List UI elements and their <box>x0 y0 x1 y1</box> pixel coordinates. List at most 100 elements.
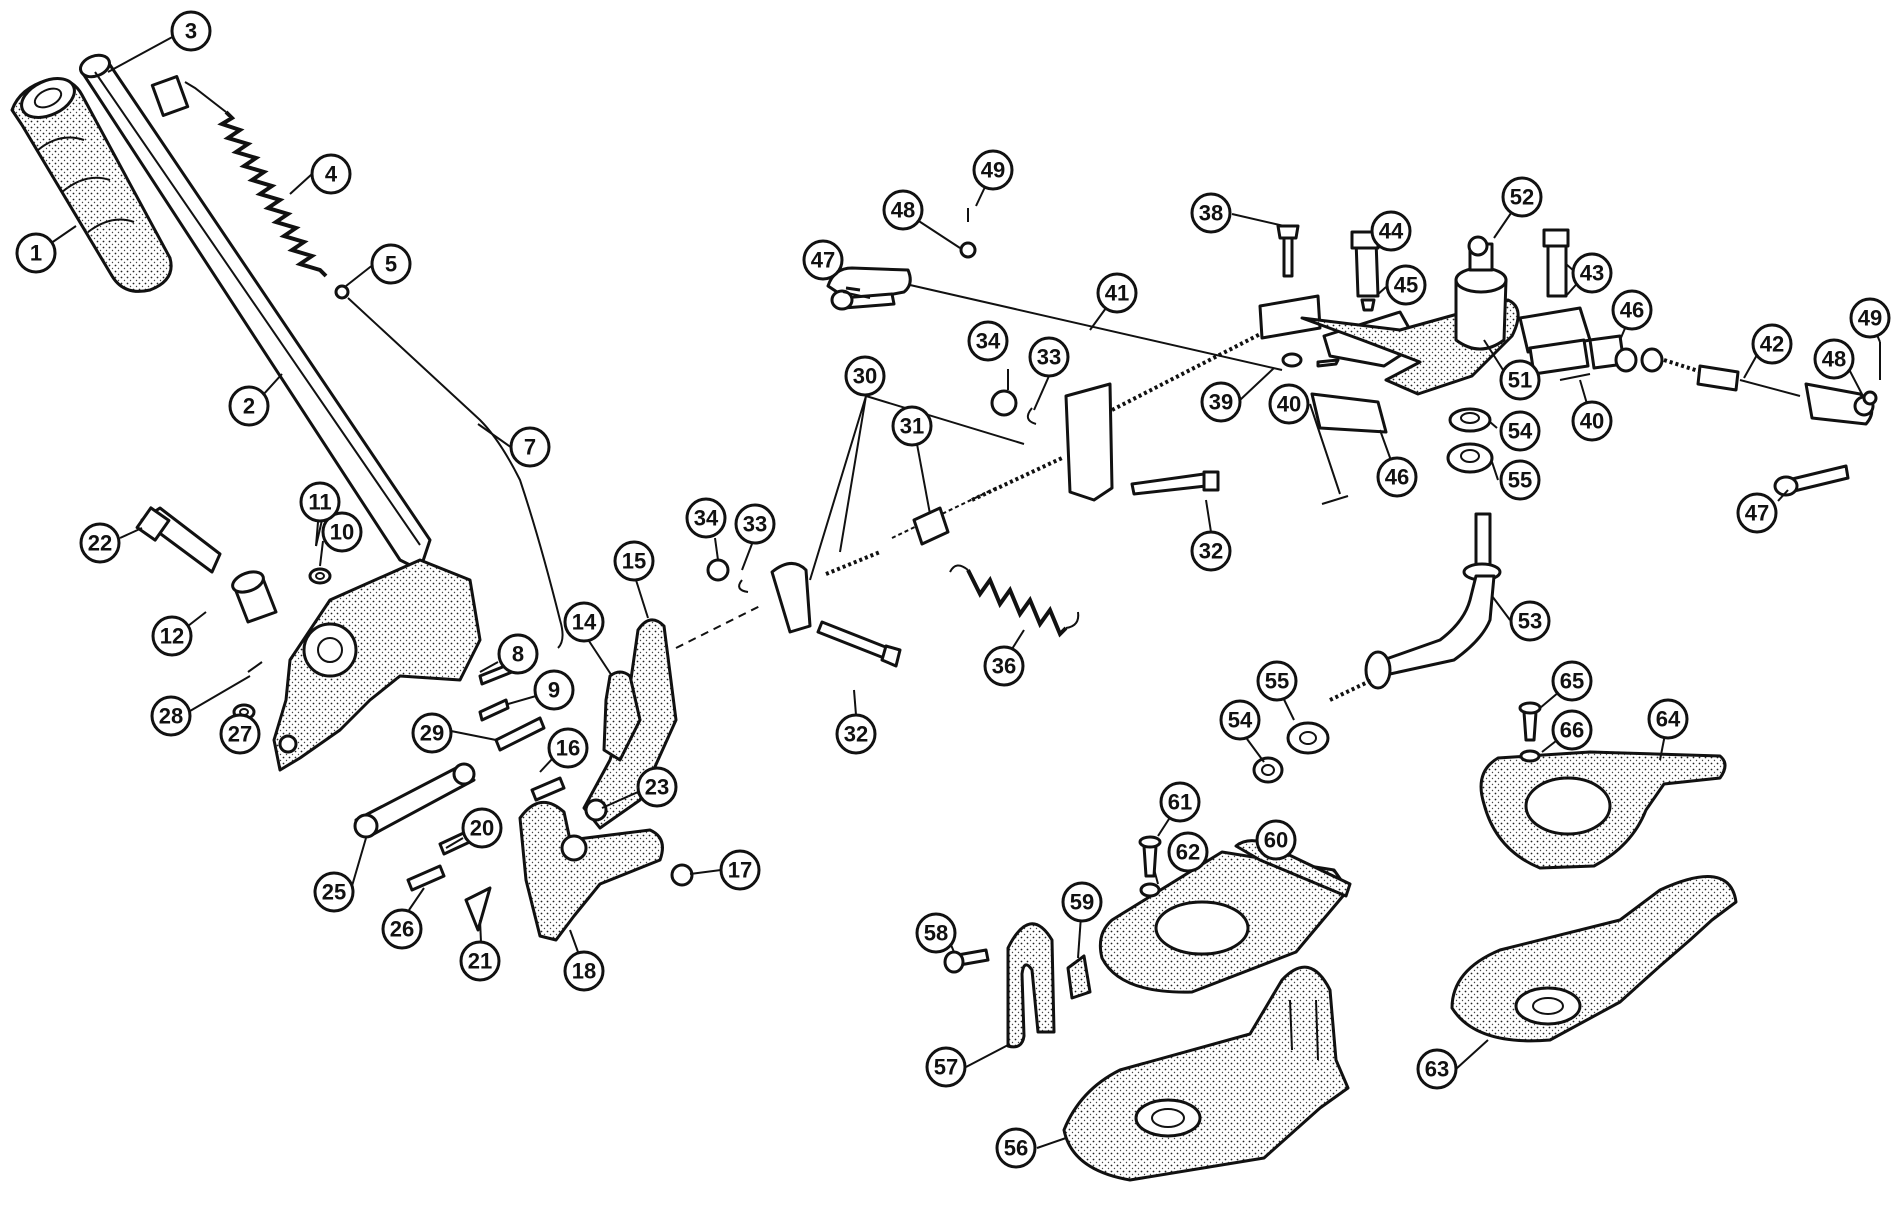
svg-text:40: 40 <box>1580 409 1604 434</box>
part-lever-tube <box>78 53 432 572</box>
svg-text:12: 12 <box>160 624 184 649</box>
svg-text:62: 62 <box>1176 840 1200 865</box>
svg-text:57: 57 <box>934 1055 958 1080</box>
callout-64: 64 <box>1647 698 1689 740</box>
svg-text:5: 5 <box>385 252 397 277</box>
svg-text:54: 54 <box>1508 419 1533 444</box>
callout-7: 7 <box>509 426 551 468</box>
svg-text:4: 4 <box>325 162 338 187</box>
callout-54-upper: 54 <box>1499 410 1541 452</box>
svg-text:56: 56 <box>1004 1136 1028 1161</box>
svg-text:31: 31 <box>900 414 924 439</box>
svg-text:10: 10 <box>330 520 354 545</box>
callout-14: 14 <box>563 601 605 643</box>
callout-55-upper: 55 <box>1499 459 1541 501</box>
svg-text:36: 36 <box>992 654 1016 679</box>
svg-text:23: 23 <box>645 775 669 800</box>
callout-53: 53 <box>1509 600 1551 642</box>
svg-text:27: 27 <box>228 722 252 747</box>
svg-text:2: 2 <box>243 394 255 419</box>
callout-46-right: 46 <box>1611 289 1653 331</box>
part-return-spring <box>949 564 1080 638</box>
callouts: 1 2 3 4 5 7 8 9 10 11 12 14 15 16 17 18 … <box>15 10 1891 1169</box>
callout-65: 65 <box>1551 660 1593 702</box>
svg-text:55: 55 <box>1508 468 1532 493</box>
svg-text:46: 46 <box>1385 465 1409 490</box>
callout-16: 16 <box>547 727 589 769</box>
svg-text:42: 42 <box>1760 332 1784 357</box>
svg-text:53: 53 <box>1518 609 1542 634</box>
callout-11: 11 <box>299 481 341 523</box>
svg-text:54: 54 <box>1228 708 1253 733</box>
callout-54-lower: 54 <box>1219 699 1261 741</box>
svg-text:15: 15 <box>622 549 646 574</box>
callout-18: 18 <box>563 950 605 992</box>
svg-text:21: 21 <box>468 949 492 974</box>
callout-61: 61 <box>1159 781 1201 823</box>
callout-55-lower: 55 <box>1256 660 1298 702</box>
svg-text:7: 7 <box>524 435 536 460</box>
part-clip-bracket-57 <box>943 922 1092 1049</box>
svg-text:60: 60 <box>1264 828 1288 853</box>
callout-56: 56 <box>995 1127 1037 1169</box>
callout-63: 63 <box>1416 1048 1458 1090</box>
part-floor-plate-60 <box>1098 835 1352 994</box>
svg-text:14: 14 <box>572 610 597 635</box>
part-washers-upper <box>1446 407 1494 474</box>
svg-text:33: 33 <box>743 512 767 537</box>
svg-text:32: 32 <box>844 722 868 747</box>
callout-48-right: 48 <box>1813 338 1855 380</box>
svg-text:52: 52 <box>1510 185 1534 210</box>
part-cross-shaft <box>1329 512 1502 702</box>
callout-20: 20 <box>461 807 503 849</box>
svg-text:20: 20 <box>470 816 494 841</box>
callout-32-lower: 32 <box>835 713 877 755</box>
svg-text:43: 43 <box>1580 261 1604 286</box>
part-handle-grip <box>10 77 173 293</box>
svg-text:65: 65 <box>1560 669 1584 694</box>
callout-1: 1 <box>15 232 57 274</box>
callout-30: 30 <box>844 355 886 397</box>
callout-31: 31 <box>891 405 933 447</box>
callout-12: 12 <box>151 615 193 657</box>
callout-51: 51 <box>1499 359 1541 401</box>
svg-text:8: 8 <box>512 642 524 667</box>
callout-66: 66 <box>1551 709 1593 751</box>
svg-text:30: 30 <box>853 364 877 389</box>
callout-38: 38 <box>1190 192 1232 234</box>
callout-10: 10 <box>321 511 363 553</box>
svg-text:16: 16 <box>556 736 580 761</box>
svg-text:41: 41 <box>1105 281 1129 306</box>
callout-26: 26 <box>381 908 423 950</box>
callout-23: 23 <box>636 766 678 808</box>
svg-text:64: 64 <box>1656 707 1681 732</box>
callout-34-right: 34 <box>967 320 1009 362</box>
callout-9: 9 <box>533 669 575 711</box>
callout-25: 25 <box>313 871 355 913</box>
callout-5: 5 <box>370 243 412 285</box>
callout-59: 59 <box>1061 881 1103 923</box>
part-main-cable <box>675 326 1273 649</box>
callout-15: 15 <box>613 540 655 582</box>
svg-text:49: 49 <box>981 158 1005 183</box>
callout-29: 29 <box>411 712 453 754</box>
svg-text:47: 47 <box>811 248 835 273</box>
part-housing-56 <box>1062 965 1350 1182</box>
parts-artwork <box>10 53 1881 1182</box>
callout-2: 2 <box>228 385 270 427</box>
callout-8: 8 <box>497 633 539 675</box>
svg-text:18: 18 <box>572 959 596 984</box>
callout-34-left: 34 <box>685 497 727 539</box>
callout-33-left: 33 <box>734 503 776 545</box>
svg-text:34: 34 <box>976 329 1001 354</box>
callout-49-right: 49 <box>1849 297 1891 339</box>
callout-44: 44 <box>1370 210 1412 252</box>
svg-text:28: 28 <box>159 704 183 729</box>
callout-33-right: 33 <box>1028 336 1070 378</box>
callout-39: 39 <box>1200 381 1242 423</box>
svg-text:46: 46 <box>1620 298 1644 323</box>
callout-27: 27 <box>219 713 261 755</box>
callout-43: 43 <box>1571 252 1613 294</box>
part-pivot-bush-bolt <box>135 506 278 624</box>
callout-17: 17 <box>719 849 761 891</box>
